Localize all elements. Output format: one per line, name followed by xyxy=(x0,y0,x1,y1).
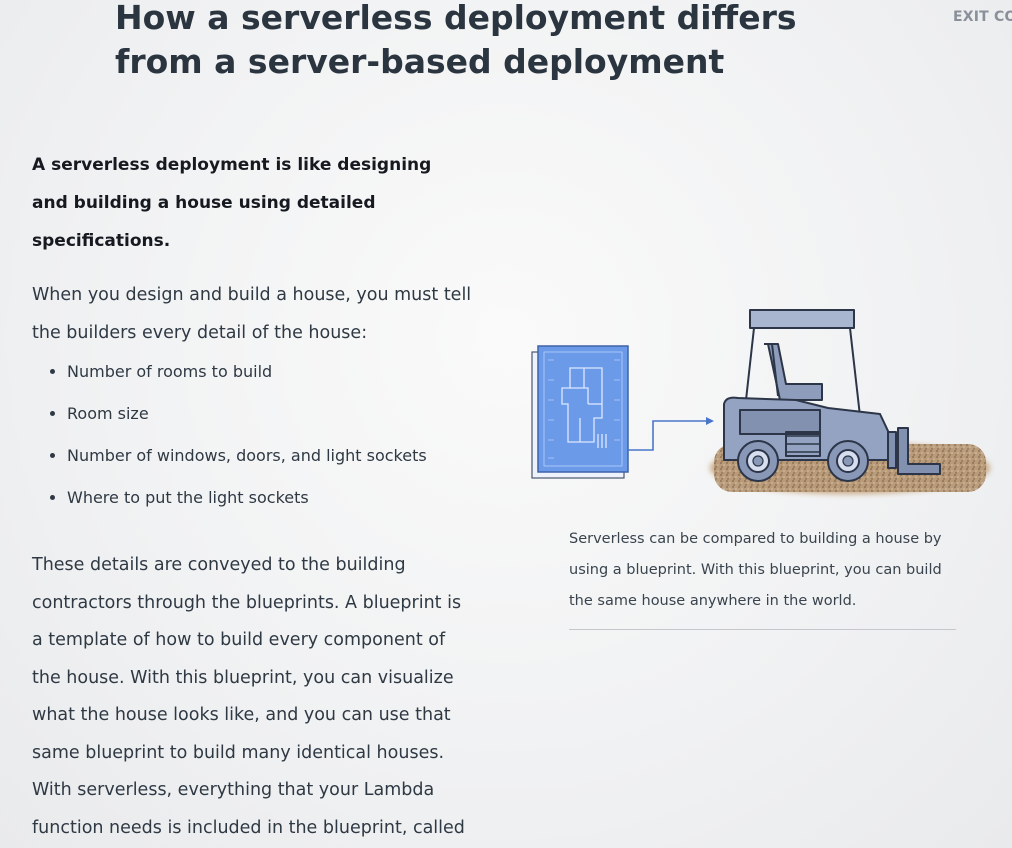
figure-caption-block: Serverless can be compared to building a… xyxy=(569,524,956,630)
forklift-icon xyxy=(723,309,941,482)
illustration xyxy=(531,309,990,494)
figure-caption: Serverless can be compared to building a… xyxy=(569,531,942,609)
arrow-icon xyxy=(628,417,714,451)
blueprint-to-construction-figure xyxy=(528,300,996,500)
list-item: Where to put the light sockets xyxy=(67,483,472,525)
intro-paragraph: When you design and build a house, you m… xyxy=(32,285,472,343)
exit-course-button[interactable]: EXIT CO xyxy=(953,9,1012,25)
blueprint-paragraph: These details are conveyed to the buildi… xyxy=(32,555,465,838)
lesson-text: A serverless deployment is like designin… xyxy=(32,146,472,848)
blueprint-icon xyxy=(531,345,629,479)
lead-statement: A serverless deployment is like designin… xyxy=(32,155,432,251)
list-item: Number of windows, doors, and light sock… xyxy=(67,441,472,483)
house-details-list: Number of rooms to build Room size Numbe… xyxy=(32,357,472,525)
page-title: How a serverless deployment differs from… xyxy=(115,0,797,81)
list-item: Number of rooms to build xyxy=(67,357,472,399)
list-item: Room size xyxy=(67,399,472,441)
